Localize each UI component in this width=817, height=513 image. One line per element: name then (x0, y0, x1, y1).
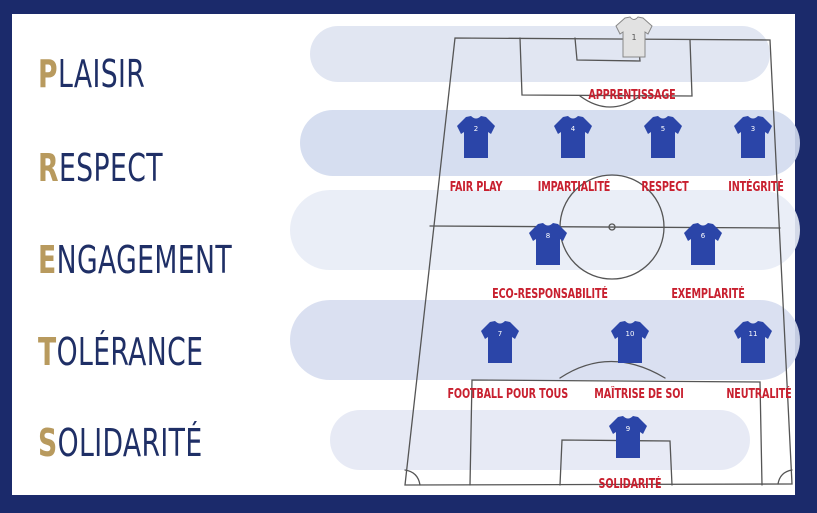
penalty-arc-top (579, 95, 641, 108)
brush-stripe (300, 110, 800, 176)
jersey-maitrise-icon: 10 (611, 321, 649, 363)
corner-br (777, 469, 793, 485)
corner-bl (404, 469, 421, 486)
value-tolerance: TOLÉRANCE (38, 330, 204, 374)
jersey-number: 3 (751, 125, 755, 133)
label-respect: RESPECT (641, 180, 689, 195)
value-engagement: ENGAGEMENT (38, 238, 233, 282)
goal-box-top (519, 37, 693, 97)
penalty-arc-bottom (559, 360, 666, 379)
jersey-number: 6 (701, 232, 706, 240)
goalkeeper-jersey-icon: 1 (615, 16, 653, 58)
halfway-line (429, 225, 781, 229)
label-exemplarite: EXEMPLARITÉ (671, 287, 745, 302)
jersey-number: 10 (626, 330, 635, 338)
jersey-number: 9 (626, 425, 630, 433)
jersey-number: 5 (661, 125, 665, 133)
value-solidarite: SOLIDARITÉ (38, 421, 203, 465)
brush-stripe (310, 26, 770, 82)
center-spot (608, 223, 616, 231)
jersey-integrite-icon: 3 (734, 116, 772, 158)
left-border (0, 0, 12, 513)
jersey-number: 4 (571, 125, 576, 133)
value-plaisir: PLAISIR (38, 52, 146, 96)
top-border (0, 0, 817, 14)
jersey-respect-icon: 5 (644, 116, 682, 158)
jersey-solidarite-icon: 9 (609, 416, 647, 458)
jersey-exemplarite-icon: 6 (684, 223, 722, 265)
pitch-outline (404, 37, 793, 486)
right-border (795, 0, 817, 513)
jersey-number: 1 (631, 33, 636, 42)
jersey-number: 2 (474, 125, 478, 133)
label-apprentissage: APPRENTISSAGE (588, 88, 676, 103)
goal-box-bottom (469, 379, 763, 486)
jersey-football-icon: 7 (481, 321, 519, 363)
jersey-fair-play-icon: 2 (457, 116, 495, 158)
jersey-eco-icon: 8 (529, 223, 567, 265)
label-maitrise-de-soi: MAÎTRISE DE SOI (594, 387, 684, 402)
jersey-number: 7 (498, 330, 502, 338)
label-impartialite: IMPARTIALITÉ (537, 180, 611, 195)
jersey-impartialite-icon: 4 (554, 116, 592, 158)
label-neutralite: NEUTRALITÉ (726, 387, 792, 402)
value-respect: RESPECT (38, 146, 163, 190)
jersey-neutralite-icon: 11 (734, 321, 772, 363)
label-fair-play: FAIR PLAY (449, 180, 503, 195)
label-solidarite: SOLIDARITÉ (598, 477, 662, 492)
brush-stripe (290, 300, 800, 380)
label-eco-responsabilite: ECO-RESPONSABILITÉ (492, 287, 608, 302)
brush-stripe (330, 410, 750, 470)
label-football-pour-tous: FOOTBALL POUR TOUS (447, 387, 569, 402)
jersey-number: 11 (749, 330, 758, 338)
label-integrite: INTÉGRITÉ (728, 180, 784, 195)
bottom-border (0, 495, 817, 513)
jersey-number: 8 (546, 232, 550, 240)
